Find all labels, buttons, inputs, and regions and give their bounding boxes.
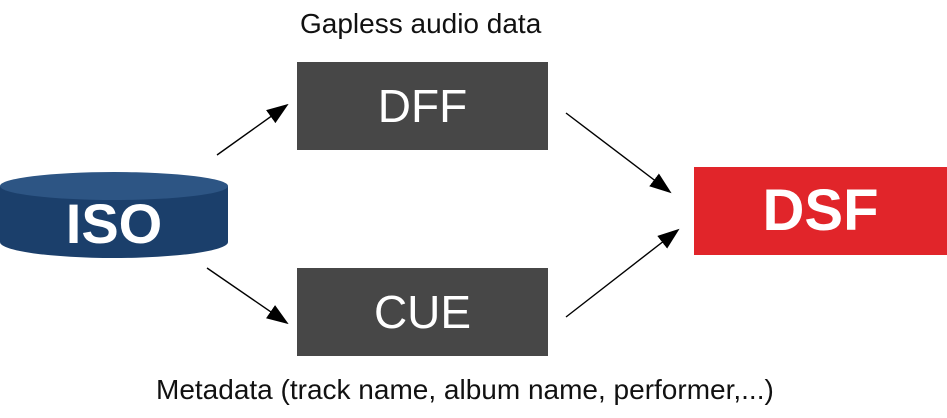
arrow-iso-to-dff	[216, 103, 289, 156]
iso-disk-shape	[0, 172, 228, 258]
dff-box: DFF	[297, 62, 548, 150]
dsf-label: DSF	[762, 178, 879, 243]
arrow-cue-to-dsf	[565, 228, 680, 318]
iso-label: ISO	[65, 192, 163, 255]
arrow-iso-to-cue	[206, 267, 289, 325]
arrow-dff-to-dsf	[565, 112, 672, 194]
iso-disk-top	[0, 172, 228, 200]
cue-box: CUE	[297, 268, 548, 356]
dsf-box: DSF	[694, 167, 947, 255]
top-caption: Gapless audio data	[300, 8, 542, 39]
dff-label: DFF	[377, 80, 468, 132]
bottom-caption: Metadata (track name, album name, perfor…	[156, 374, 774, 405]
iso-disk-body	[0, 186, 228, 258]
iso-disk-node: ISO	[0, 172, 228, 260]
cue-label: CUE	[373, 286, 472, 338]
